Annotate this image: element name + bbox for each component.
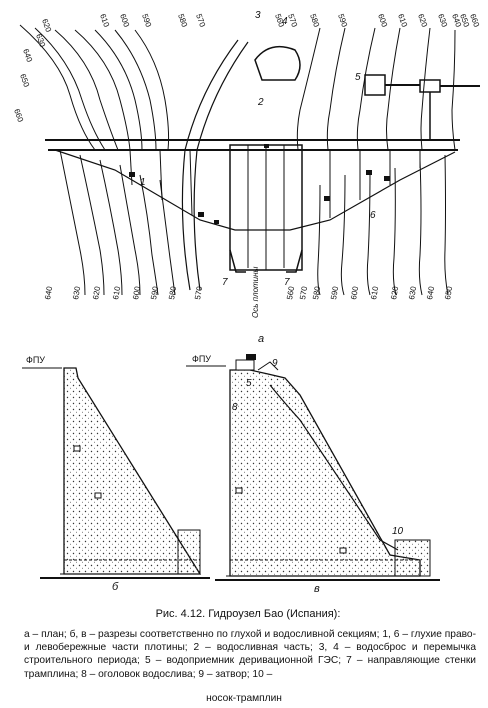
contour-line xyxy=(119,164,141,296)
figure-legend: а – план; б, в – разрезы соответственно … xyxy=(24,629,476,680)
contour-line xyxy=(114,29,157,151)
contour-label: 600 xyxy=(118,13,131,29)
contour-label: 580 xyxy=(167,285,178,300)
contour-label: 590 xyxy=(329,285,340,300)
contour-line xyxy=(134,29,170,151)
contour-line xyxy=(366,169,371,296)
contour-label: 640 xyxy=(450,13,463,29)
contour-labels-bottom: 640 630 620 610 600 590 580 570 560 570 … xyxy=(43,285,454,300)
callout-5: 5 xyxy=(355,72,361,83)
contour-line xyxy=(418,159,423,296)
contour-line xyxy=(59,149,86,296)
cofferdam xyxy=(254,45,301,81)
contour-label: 630 xyxy=(71,285,82,300)
contour-label: 570 xyxy=(286,13,299,29)
contour-label: 650 xyxy=(443,285,454,300)
contour-label: 580 xyxy=(308,13,321,29)
contour-label: 610 xyxy=(396,13,409,29)
callout-2: 2 xyxy=(257,97,264,108)
contour-label: 590 xyxy=(336,13,349,29)
callout-7b: 7 xyxy=(284,277,290,288)
callout-10: 10 xyxy=(392,526,404,537)
panel-label-v: в xyxy=(314,583,320,595)
contour-label: 590 xyxy=(140,13,153,29)
contour-line xyxy=(34,27,106,151)
contour-line xyxy=(451,29,456,151)
callout-7: 7 xyxy=(222,277,228,288)
trampoline-walls xyxy=(229,249,303,273)
callout-1: 1 xyxy=(140,177,146,188)
contour-label: 580 xyxy=(176,13,189,29)
contour-label: 570 xyxy=(193,285,204,300)
contour-label: 620 xyxy=(40,18,53,34)
contour-labels-top: 660 650 640 630 620 610 600 590 580 570 … xyxy=(12,13,481,124)
contour-line xyxy=(356,27,376,151)
contour-line xyxy=(326,27,346,151)
contour-label: 580 xyxy=(311,285,322,300)
contour-label: 640 xyxy=(425,285,436,300)
water-intake xyxy=(364,74,386,96)
contour-line xyxy=(392,167,397,296)
contour-label: 620 xyxy=(91,285,102,300)
contour-line xyxy=(420,27,431,151)
contour-line xyxy=(317,184,321,296)
contour-label: 630 xyxy=(34,33,47,49)
plan-markers xyxy=(129,144,390,224)
plan-callouts: 1 2 3 4 5 6 7 7 xyxy=(140,10,376,288)
level-label-v: ФПУ xyxy=(192,354,211,364)
section-v: ФПУ 5 8 9 10 в xyxy=(186,354,440,595)
contour-label: 600 xyxy=(349,285,360,300)
contour-label: 660 xyxy=(468,13,481,29)
plan-view xyxy=(19,24,480,296)
contour-line xyxy=(94,29,143,151)
contour-label: 660 xyxy=(12,108,25,124)
contour-label: 570 xyxy=(194,13,207,29)
contour-line xyxy=(444,154,449,296)
level-label-b: ФПУ xyxy=(26,355,45,365)
dam-axis-label: Ось плотины xyxy=(251,266,260,318)
callout-4: 4 xyxy=(282,16,288,27)
contour-label: 640 xyxy=(21,48,34,64)
contour-label: 610 xyxy=(369,285,380,300)
dam-drawing: 660 650 640 630 620 610 600 590 580 570 … xyxy=(12,10,481,595)
contour-line xyxy=(386,27,401,151)
contour-label: 630 xyxy=(436,13,449,29)
section-b: ФПУ б xyxy=(22,355,210,593)
contour-line xyxy=(99,159,123,296)
dam-body xyxy=(54,149,456,231)
contour-label: 570 xyxy=(298,285,309,300)
contour-line xyxy=(159,179,176,296)
dam-section-v xyxy=(229,369,421,577)
contour-label: 590 xyxy=(149,285,160,300)
callout-8: 8 xyxy=(232,402,238,413)
contour-label: 600 xyxy=(376,13,389,29)
callout-3: 3 xyxy=(255,10,261,21)
callout-6: 6 xyxy=(370,210,376,221)
contour-label: 650 xyxy=(18,73,31,89)
contour-line xyxy=(340,174,346,296)
figure-legend-end: носок-трамплин xyxy=(206,693,282,704)
contour-line xyxy=(74,29,131,151)
contour-line xyxy=(79,154,105,296)
panel-label-a: а xyxy=(258,333,264,345)
contour-label: 560 xyxy=(285,285,296,300)
figure-caption: Рис. 4.12. Гидроузел Бао (Испания): xyxy=(155,608,341,620)
contour-line xyxy=(19,24,96,151)
contour-line xyxy=(54,29,119,151)
contour-label: 640 xyxy=(43,285,54,300)
contour-label: 650 xyxy=(458,13,471,29)
callout-9: 9 xyxy=(272,358,278,369)
contour-label: 620 xyxy=(389,285,400,300)
contour-line xyxy=(296,27,321,151)
contour-line xyxy=(139,174,159,296)
contour-label: 610 xyxy=(111,285,122,300)
diversion-tunnel xyxy=(181,39,239,291)
contour-label: 630 xyxy=(407,285,418,300)
panel-label-b: б xyxy=(112,581,119,593)
contour-label: 620 xyxy=(416,13,429,29)
callout-5-v: 5 xyxy=(246,378,252,389)
contour-label: 600 xyxy=(131,285,142,300)
contour-label: 610 xyxy=(98,13,111,29)
contour-label: 560 xyxy=(273,13,286,29)
